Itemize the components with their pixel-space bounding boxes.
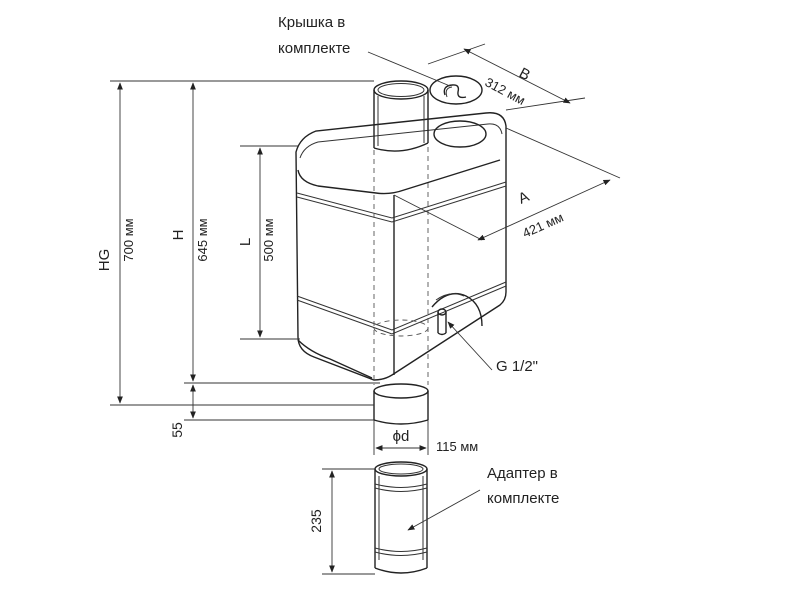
dim-d-value: 115 мм: [436, 439, 478, 454]
dim-h-value: 645 мм: [195, 218, 210, 261]
dim-hg-letter: HG: [96, 249, 113, 272]
chimney-pipe: [373, 80, 429, 425]
dimension-b: [427, 43, 586, 111]
lid: [429, 75, 483, 105]
dim-235-value: 235: [308, 509, 324, 533]
dim-a-value: 421 мм: [520, 209, 566, 240]
thread-leader: [447, 321, 493, 371]
dim-d-symbol: ϕd: [393, 428, 410, 445]
dim-a-letter: A: [516, 188, 532, 208]
dimension-bottom-pipe: [184, 384, 374, 421]
top-hole: [433, 120, 487, 148]
dim-55-value: 55: [169, 422, 185, 438]
dimension-h: [184, 82, 380, 384]
lid-leader: [367, 51, 451, 87]
dimension-a: [393, 127, 621, 241]
dim-h-letter: H: [170, 230, 187, 241]
dimension-l: [240, 145, 300, 340]
dim-l-value: 500 мм: [261, 218, 276, 261]
lid-label-line2: комплекте: [278, 40, 350, 57]
dimension-diameter: [373, 420, 429, 455]
valve: [431, 292, 483, 336]
adapter-label-line2: комплекте: [487, 490, 559, 507]
adapter: [374, 461, 428, 574]
dimension-adapter: [322, 468, 375, 575]
dim-l-letter: L: [237, 238, 254, 246]
dimension-hg: [110, 80, 374, 406]
lid-label-line1: Крышка в: [278, 14, 345, 31]
dim-b-letter: B: [516, 65, 533, 85]
tank-body: [295, 112, 507, 381]
adapter-label-line1: Адаптер в: [487, 465, 558, 482]
thread-label: G 1/2": [496, 358, 538, 375]
adapter-leader: [407, 489, 481, 531]
dim-hg-value: 700 мм: [121, 218, 136, 261]
